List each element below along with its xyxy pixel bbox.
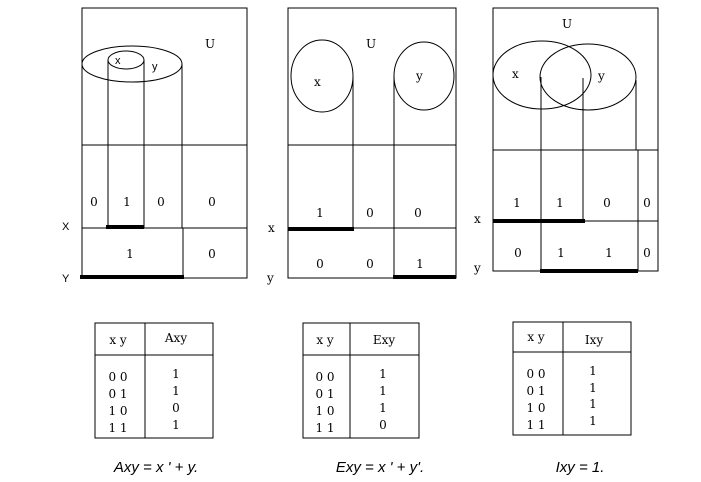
cell-value: 1	[316, 206, 324, 220]
table-cell: 1	[172, 367, 180, 381]
cell-value: 1	[123, 195, 131, 209]
table-header: x y	[109, 333, 127, 347]
table-cell: 0 1	[108, 387, 127, 401]
universe-box	[287, 7, 457, 279]
table-cell: 1 0	[526, 401, 545, 415]
cell-value: 0	[514, 246, 522, 260]
table-cell: 1	[379, 401, 387, 415]
formula-caption: Axy = x ' + y.	[113, 459, 198, 476]
table-cell: 0 0	[108, 370, 127, 384]
truth-table: x y Ixy 0 0 0 1 1 0 1 1 1 1 1 1	[512, 321, 632, 436]
table-cell: 0 0	[526, 367, 545, 381]
table-header: Ixy	[585, 333, 604, 347]
formula-caption: Exy = x ' + y'.	[336, 459, 424, 476]
table-cell: 1	[589, 414, 597, 428]
row-label-x: x	[268, 221, 275, 235]
table-cell: 1	[589, 397, 597, 411]
table-cell: 1 0	[315, 404, 334, 418]
universe-box	[492, 7, 659, 272]
table-header: x y	[527, 330, 545, 344]
row-label-x: X	[62, 221, 70, 233]
cell-value: 0	[643, 196, 651, 210]
cell-value: 1	[416, 257, 424, 271]
table-cell: 1	[589, 381, 597, 395]
cell-value: 1	[605, 246, 613, 260]
table-cell: 1	[589, 364, 597, 378]
table-cell: 1	[379, 367, 387, 381]
table-cell: 1	[379, 384, 387, 398]
formula-caption: Ixy = 1.	[556, 459, 605, 476]
set-y-label: y	[152, 61, 158, 73]
cell-value: 1	[556, 196, 564, 210]
cell-value: 1	[126, 247, 134, 261]
cell-value: 1	[513, 196, 521, 210]
cell-value: 0	[366, 206, 374, 220]
set-y-ellipse	[539, 43, 637, 111]
row-label-y: y	[473, 261, 481, 275]
table-cell: 0 1	[315, 387, 334, 401]
set-x-ellipse	[107, 50, 145, 70]
cell-value: 0	[90, 195, 98, 209]
table-cell: 1 1	[526, 418, 545, 432]
cell-value: 0	[603, 196, 611, 210]
panel-inclusive: U x y 1 1 0 0 0 1 1 0 x y x y Ixy 0 0 0 …	[473, 7, 659, 476]
cell-value: 0	[208, 247, 216, 261]
set-x-ellipse	[492, 40, 592, 110]
panel-and: U x y 0 1 0 0 1 0 X Y x y Axy 0 0 0 1 1 …	[62, 7, 248, 476]
table-cell: 0 1	[526, 384, 545, 398]
cell-value: 0	[366, 257, 374, 271]
table-header: x y	[316, 333, 334, 347]
table-cell: 1 0	[108, 404, 127, 418]
set-y-label: y	[597, 69, 605, 83]
cell-value: 0	[643, 246, 651, 260]
set-x-label: x	[314, 75, 321, 89]
table-cell: 1	[172, 384, 180, 398]
panel-exclusive: U x y 1 0 0 0 0 1 x y x y Exy 0 0 0 1 1 …	[266, 7, 457, 476]
table-cell: 1 1	[108, 421, 127, 435]
table-cell: 1 1	[315, 421, 334, 435]
row-label-y: Y	[62, 273, 70, 285]
row-label-y: y	[266, 271, 274, 285]
cell-value: 0	[208, 195, 216, 209]
universe-label: U	[205, 37, 215, 51]
table-cell: 0 0	[315, 370, 334, 384]
set-y-label: y	[415, 69, 423, 83]
cell-value: 1	[557, 246, 565, 260]
universe-label: U	[366, 37, 376, 51]
table-cell: 1	[172, 418, 180, 432]
table-header: Axy	[164, 331, 187, 345]
cell-value: 0	[414, 206, 422, 220]
table-cell: 0	[172, 401, 180, 415]
cell-value: 0	[157, 195, 165, 209]
universe-label: U	[562, 17, 572, 31]
set-x-ellipse	[290, 39, 354, 113]
set-x-label: x	[512, 67, 519, 81]
truth-table: x y Exy 0 0 0 1 1 0 1 1 1 1 1 0	[302, 322, 420, 439]
table-cell: 0	[379, 418, 387, 432]
truth-table: x y Axy 0 0 0 1 1 0 1 1 1 1 0 1	[94, 322, 214, 439]
set-x-label: x	[115, 55, 121, 67]
set-y-ellipse	[393, 41, 455, 111]
table-header: Exy	[373, 333, 396, 347]
row-label-x: x	[474, 212, 481, 226]
cell-value: 0	[316, 257, 324, 271]
